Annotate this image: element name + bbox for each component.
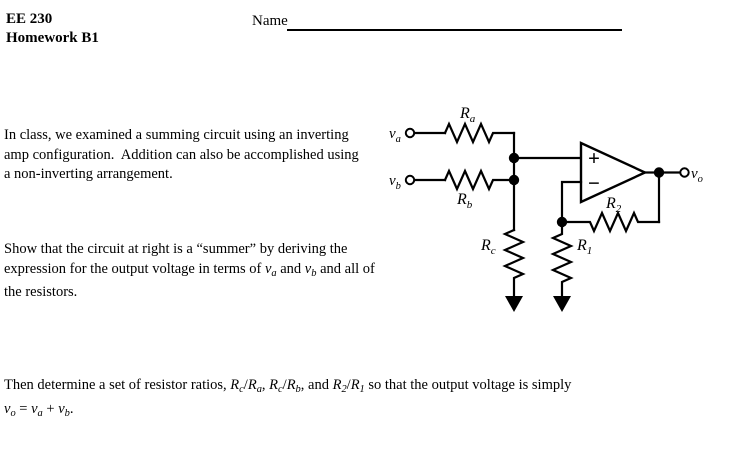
label-vb-main: v bbox=[389, 173, 396, 189]
label-ra-main: R bbox=[459, 105, 470, 122]
label-vo-subscript: o bbox=[698, 174, 703, 185]
terminal-vb bbox=[404, 174, 416, 186]
label-r1: R1 bbox=[576, 237, 592, 257]
label-r1-main: R bbox=[576, 237, 587, 254]
resistor-r2 bbox=[560, 210, 661, 234]
opamp-triangle bbox=[579, 141, 648, 204]
label-r1-subscript: 1 bbox=[587, 245, 593, 257]
label-va: va bbox=[389, 126, 401, 145]
ratios-lead-text: Then determine a set of resistor ratios, bbox=[4, 377, 231, 393]
terminal-va bbox=[404, 127, 416, 139]
ratio1-numerator-subscript: c bbox=[239, 383, 244, 395]
opamp-minus-sign: − bbox=[588, 171, 600, 195]
ground-arrow-rc bbox=[505, 296, 523, 312]
name-label: Name bbox=[252, 13, 288, 29]
ratio3-numerator: R bbox=[332, 377, 342, 393]
ratio2-denominator-subscript: b bbox=[295, 383, 301, 395]
assignment-title: Homework B1 bbox=[6, 30, 99, 46]
ratio1-denominator: R bbox=[247, 377, 257, 393]
eq-vo: v bbox=[4, 401, 11, 417]
label-rc: Rc bbox=[480, 237, 496, 257]
terminal-vo bbox=[679, 167, 690, 178]
eq-vb: v bbox=[58, 401, 65, 417]
ratio2-slash: / bbox=[282, 377, 287, 393]
ratio3-numerator-subscript: 2 bbox=[341, 383, 347, 395]
label-ra-subscript: a bbox=[470, 113, 476, 125]
label-vb: vb bbox=[389, 173, 401, 192]
show-text-end: and all of the resistors. bbox=[4, 260, 379, 300]
label-vo: vo bbox=[691, 166, 703, 185]
resistor-r1 bbox=[550, 220, 574, 298]
label-r2-subscript: 2 bbox=[616, 203, 622, 215]
paragraph-resistor-ratios: Then determine a set of resistor ratios,… bbox=[4, 376, 694, 399]
ratios-separator-1: , bbox=[261, 377, 270, 393]
name-blank-line[interactable] bbox=[287, 29, 622, 31]
eq-va-subscript: a bbox=[37, 407, 43, 419]
ratio2-numerator: R bbox=[269, 377, 279, 393]
ratio1-denominator-subscript: a bbox=[256, 383, 262, 395]
ratio3-slash: / bbox=[346, 377, 351, 393]
eq-vb-subscript: b bbox=[64, 407, 70, 419]
label-rb-subscript: b bbox=[467, 199, 473, 211]
label-vb-subscript: b bbox=[396, 181, 401, 192]
inline-vb-subscript: b bbox=[311, 267, 317, 279]
node-dot-vb-junction bbox=[508, 174, 520, 186]
eq-plus: + bbox=[42, 401, 59, 417]
wire-opamp-minus-to-feedback-node bbox=[560, 180, 583, 224]
label-r2-main: R bbox=[605, 195, 616, 212]
course-title: EE 230 bbox=[6, 11, 53, 27]
label-rc-main: R bbox=[480, 237, 491, 254]
label-va-subscript: a bbox=[396, 134, 401, 145]
inline-vb: v bbox=[304, 260, 312, 277]
opamp-plus-sign: + bbox=[588, 146, 600, 170]
inline-va-subscript: a bbox=[271, 267, 277, 279]
eq-vo-subscript: o bbox=[10, 407, 16, 419]
ratio3-denominator: R bbox=[350, 377, 360, 393]
ratio3-denominator-subscript: 1 bbox=[359, 383, 365, 395]
label-rb-main: R bbox=[456, 191, 467, 208]
ratios-tail-text: so that the output voltage is simply bbox=[364, 377, 572, 393]
label-rb: Rb bbox=[456, 191, 473, 211]
ratio2-denominator: R bbox=[286, 377, 296, 393]
resistor-ra bbox=[443, 121, 516, 145]
paragraph-final-equation: vo = va + vb. bbox=[4, 400, 304, 423]
ratios-separator-2: , and bbox=[300, 377, 333, 393]
label-va-main: v bbox=[389, 126, 396, 142]
eq-equals: = bbox=[15, 401, 32, 417]
label-rc-subscript: c bbox=[491, 245, 496, 257]
resistor-rb bbox=[443, 168, 516, 192]
show-text-mid: and bbox=[276, 260, 305, 277]
ratio2-numerator-subscript: c bbox=[278, 383, 283, 395]
node-dot-plus-input bbox=[508, 152, 520, 164]
label-r2: R2 bbox=[605, 195, 622, 215]
ground-arrow-r1 bbox=[553, 296, 571, 312]
ratio1-slash: / bbox=[243, 377, 248, 393]
label-ra: Ra bbox=[459, 105, 476, 125]
eq-period: . bbox=[69, 401, 74, 417]
inline-va: v bbox=[264, 260, 272, 277]
show-text-part1: Show that the circuit at right is a “sum… bbox=[4, 241, 352, 277]
ratio1-numerator: R bbox=[230, 377, 240, 393]
eq-va: v bbox=[31, 401, 38, 417]
resistor-rc bbox=[502, 228, 526, 298]
paragraph-intro: In class, we examined a summing circuit … bbox=[4, 127, 363, 182]
circuit-diagram-noninverting-summer: + − va vb vo Ra Rb Rc R1 bbox=[385, 100, 705, 315]
paragraph-show-summer: Show that the circuit at right is a “sum… bbox=[4, 240, 384, 302]
label-vo-main: v bbox=[691, 166, 698, 182]
